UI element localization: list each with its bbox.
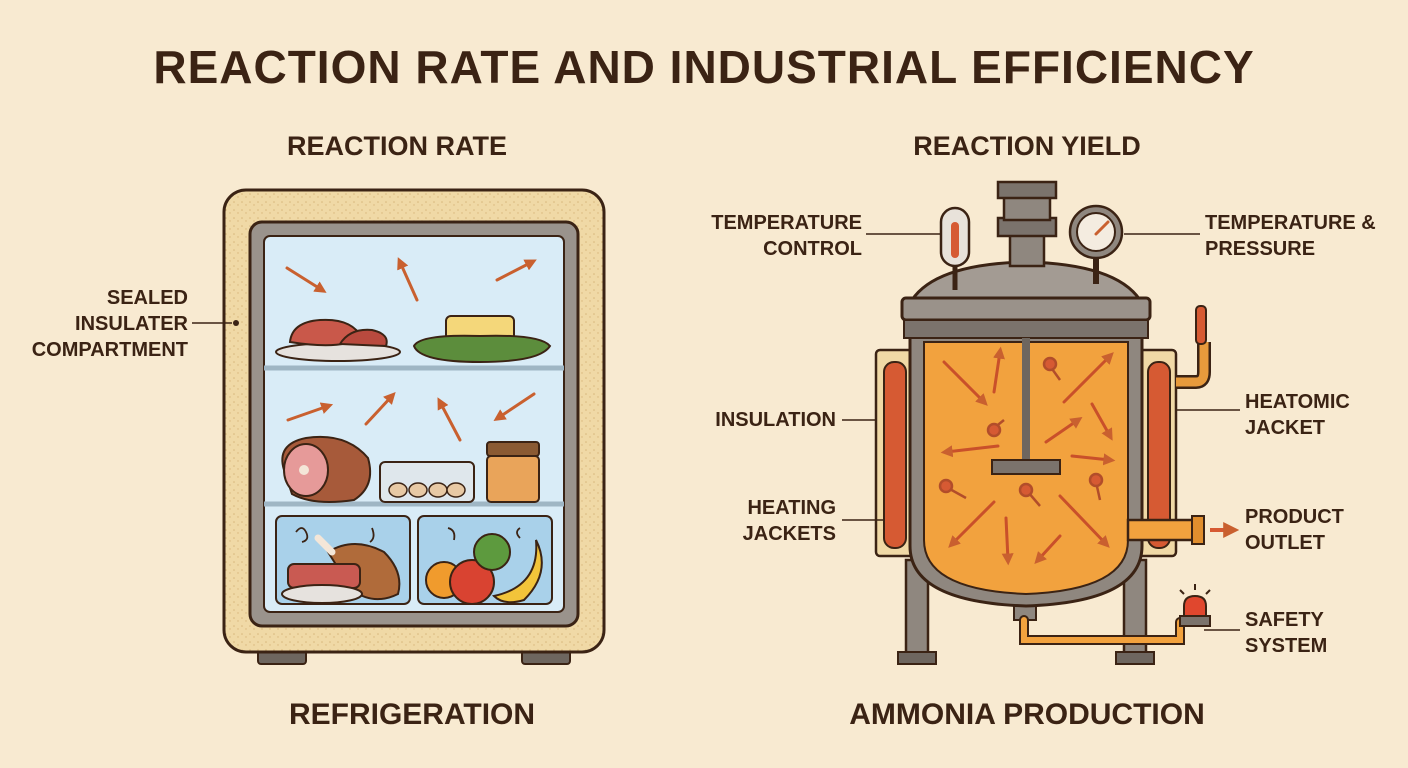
right-heading: REACTION YIELD: [913, 131, 1141, 161]
label-temperature-pressure: TEMPERATURE & PRESSURE: [1205, 212, 1376, 260]
label-heatomic-jacket: HEATOMIC JACKET: [1245, 391, 1350, 439]
label-safety-system: SAFETY SYSTEM: [1245, 609, 1328, 657]
reactor: [874, 180, 1185, 665]
right-footer: AMMONIA PRODUCTION: [849, 698, 1205, 731]
thermometer-icon: [939, 206, 971, 290]
label-sealed-compartment: SEALED INSULATER COMPARTMENT: [31, 287, 188, 361]
page-title: REACTION RATE AND INDUSTRIAL EFFICIENCY: [153, 41, 1255, 93]
reactor-particles: [938, 356, 1104, 507]
refrigerator: [222, 188, 606, 665]
reactor-molecule-arrows: [940, 346, 1116, 566]
side-pipe: [1176, 305, 1211, 389]
label-insulation: INSULATION: [715, 409, 836, 431]
pressure-gauge-icon: [1068, 204, 1124, 284]
leader-lines: [842, 233, 1240, 631]
food-items: [275, 315, 552, 605]
label-heating-jackets: HEATING JACKETS: [742, 497, 836, 545]
drawer-squiggles: [295, 527, 521, 543]
label-product-outlet: PRODUCT OUTLET: [1245, 506, 1344, 554]
left-heading: REACTION RATE: [287, 131, 507, 161]
safety-alarm-icon: [1179, 584, 1211, 627]
product-outlet-pipe: [1126, 515, 1240, 545]
left-footer: REFRIGERATION: [288, 698, 536, 731]
label-temperature-control: TEMPERATURE CONTROL: [711, 212, 862, 260]
fridge-molecule-arrows: [285, 257, 537, 442]
